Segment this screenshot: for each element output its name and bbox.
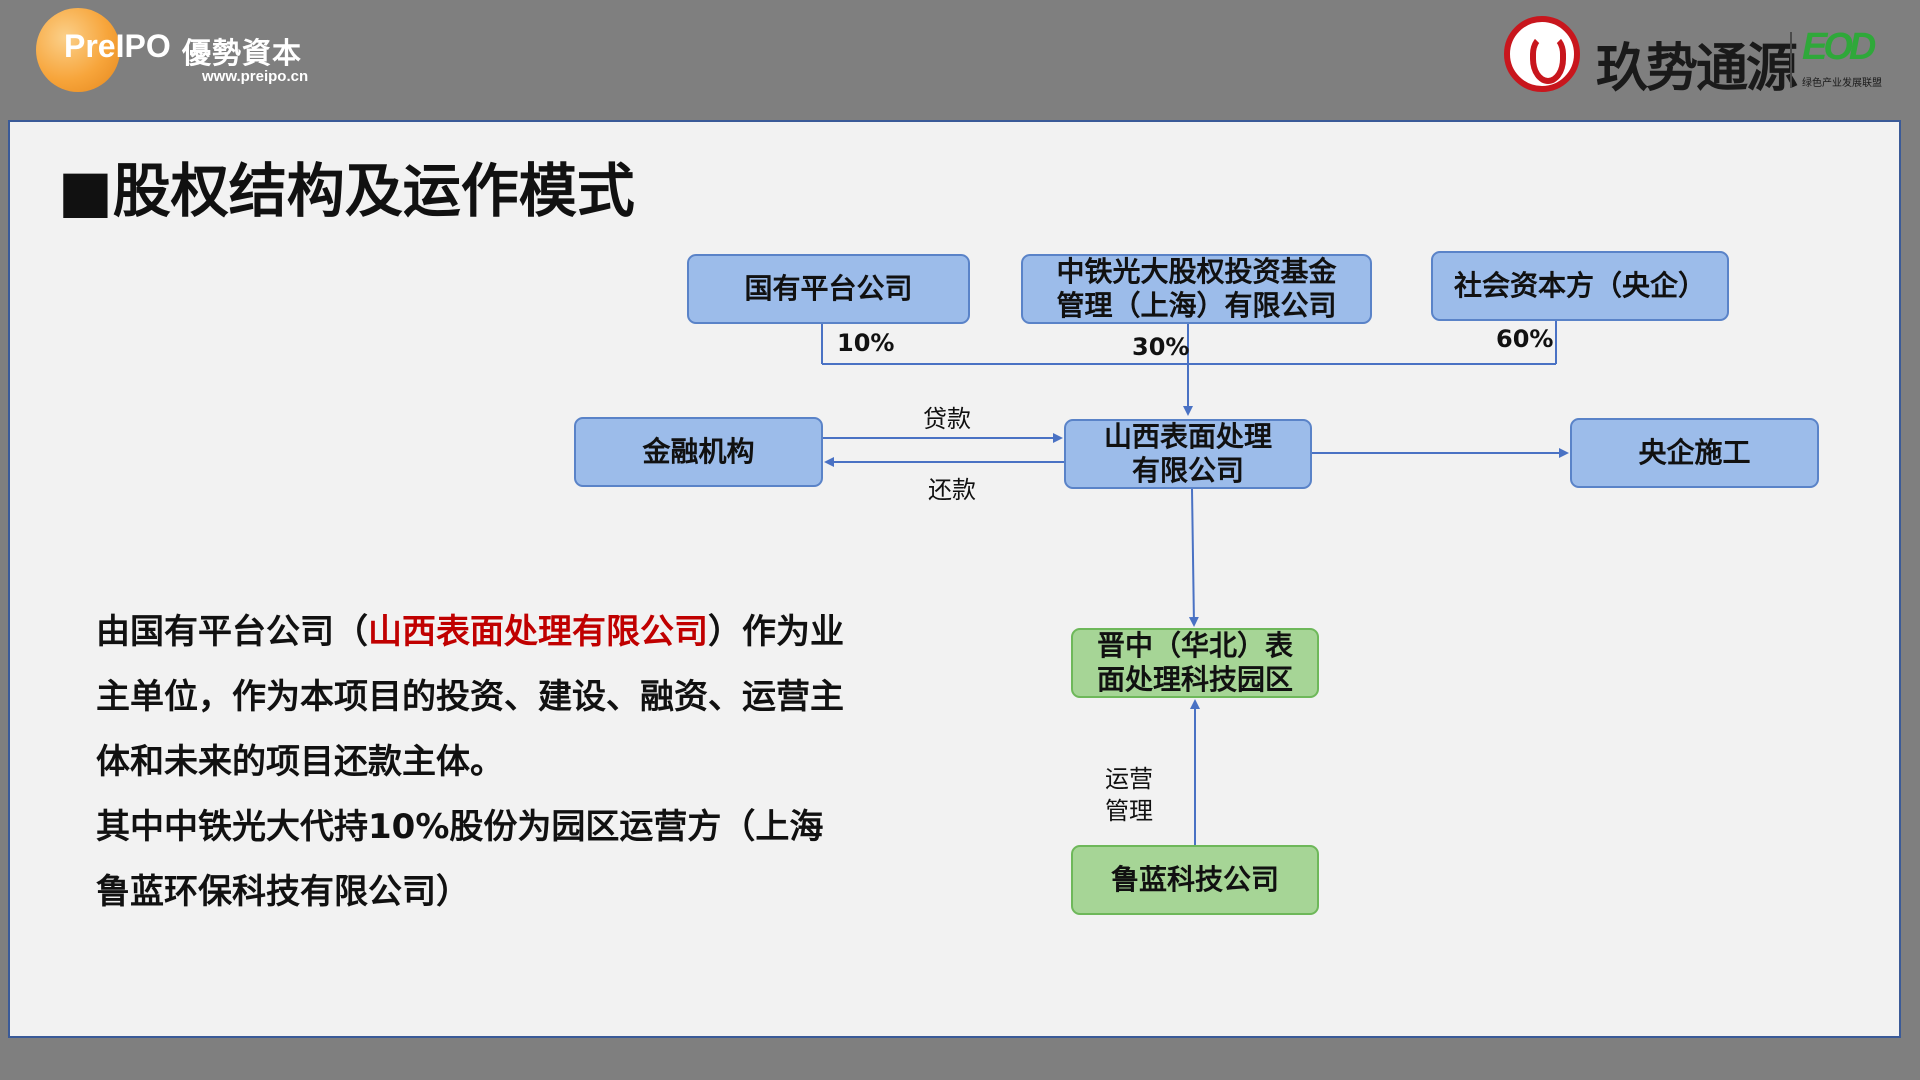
shanxi-label-line1: 山西表面处理 bbox=[1103, 420, 1272, 454]
state-platform-company-box: 国有平台公司 bbox=[687, 254, 970, 324]
stake-percent-fund: 30% bbox=[1132, 333, 1190, 361]
financial-institution-box: 金融机构 bbox=[574, 417, 823, 487]
preipo-logo-url: www.preipo.cn bbox=[202, 68, 309, 85]
operation-label-line2: 管理 bbox=[1105, 797, 1153, 826]
description-part2: ）作为业主单位，作为本项目的投资、建设、融资、运营主体和未来的项目还款主体。 bbox=[96, 612, 844, 782]
lulan-tech-label: 鲁蓝科技公司 bbox=[1110, 863, 1279, 897]
social-capital-label: 社会资本方（央企） bbox=[1453, 269, 1706, 303]
fund-management-company-box: 中铁光大股权投资基金 管理（上海）有限公司 bbox=[1021, 254, 1372, 324]
logo-divider bbox=[1790, 32, 1792, 88]
jiushi-logo-name: 玖势通源 bbox=[1596, 38, 1798, 99]
state-platform-company-label: 国有平台公司 bbox=[744, 272, 913, 306]
preipo-logo-name: 優勢資本 bbox=[182, 36, 303, 70]
preipo-logo-circle bbox=[36, 8, 120, 92]
tech-park-label-line2: 面处理科技园区 bbox=[1096, 663, 1293, 696]
central-construction-box: 央企施工 bbox=[1570, 418, 1819, 488]
social-capital-box: 社会资本方（央企） bbox=[1431, 251, 1729, 321]
fund-management-label-line2: 管理（上海）有限公司 bbox=[1056, 289, 1337, 322]
loan-label: 贷款 bbox=[923, 405, 971, 433]
tech-park-box: 晋中（华北）表 面处理科技园区 bbox=[1071, 628, 1319, 698]
jiushi-seal-icon bbox=[1504, 16, 1580, 92]
financial-institution-label: 金融机构 bbox=[642, 435, 755, 469]
jiushi-tongyuan-logo: 玖势通源 EOD 绿色产业发展联盟 bbox=[1500, 12, 1900, 102]
page-title: ■股权结构及运作模式 bbox=[58, 157, 635, 225]
shanxi-surface-treatment-box: 山西表面处理 有限公司 bbox=[1064, 419, 1312, 489]
description-line-1: 由国有平台公司（山西表面处理有限公司）作为业主单位，作为本项目的投资、建设、融资… bbox=[96, 600, 856, 795]
shanxi-label-line2: 有限公司 bbox=[1131, 454, 1244, 487]
description-line-2: 其中中铁光大代持10%股份为园区运营方（上海鲁蓝环保科技有限公司） bbox=[96, 807, 824, 912]
stake-percent-state: 10% bbox=[837, 329, 895, 357]
lulan-tech-box: 鲁蓝科技公司 bbox=[1071, 845, 1319, 915]
eod-logo-subtitle: 绿色产业发展联盟 bbox=[1802, 78, 1882, 89]
description-part1: 由国有平台公司（ bbox=[96, 612, 368, 652]
description-paragraph: 由国有平台公司（山西表面处理有限公司）作为业主单位，作为本项目的投资、建设、融资… bbox=[96, 600, 856, 925]
description-highlight-company: 山西表面处理有限公司 bbox=[368, 612, 708, 652]
fund-management-label-line1: 中铁光大股权投资基金 bbox=[1056, 255, 1337, 289]
tech-park-label-line1: 晋中（华北）表 bbox=[1096, 629, 1293, 663]
central-construction-label: 央企施工 bbox=[1638, 436, 1751, 470]
stake-percent-social: 60% bbox=[1496, 325, 1554, 353]
preipo-logo: PreIPO 優勢資本 www.preipo.cn bbox=[36, 8, 326, 98]
preipo-logo-mark: PreIPO bbox=[64, 28, 171, 64]
operation-management-label: 运营 管理 bbox=[1105, 763, 1153, 828]
repayment-label: 还款 bbox=[928, 476, 976, 504]
operation-label-line1: 运营 bbox=[1105, 765, 1153, 793]
eod-logo-mark: EOD bbox=[1802, 26, 1876, 68]
